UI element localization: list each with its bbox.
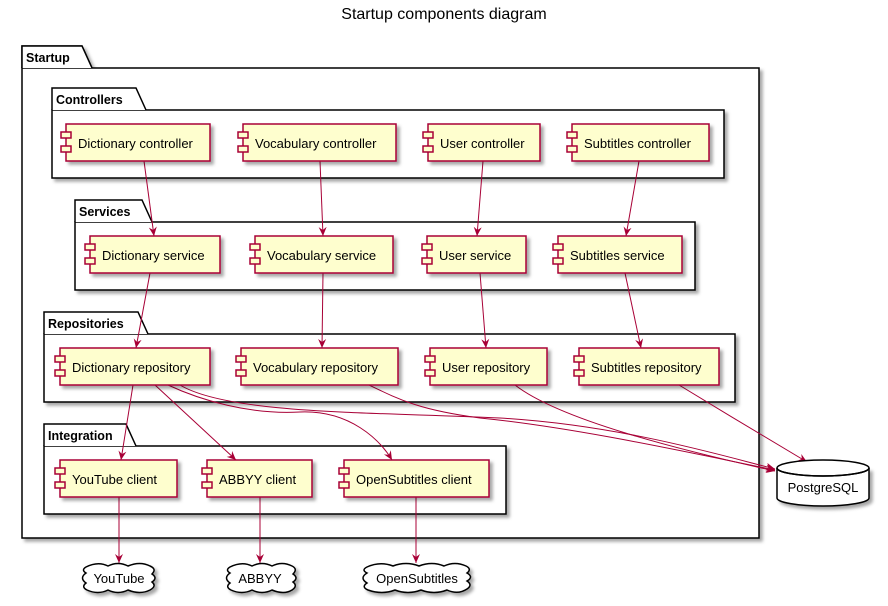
package-label-startup: Startup [26, 51, 70, 65]
component-label: YouTube client [72, 472, 157, 487]
component-user-service: User service [421, 235, 527, 274]
component-subtitles-repository: Subtitles repository [573, 347, 720, 386]
arrow-dict-repo-to-abbyy-client [154, 384, 237, 461]
arrow-user-repo-to-postgresql [514, 384, 776, 473]
component-label: User service [439, 248, 511, 263]
component-subtitles-controller: Subtitles controller [566, 123, 710, 162]
component-label: Vocabulary controller [255, 136, 377, 151]
component-label: OpenSubtitles client [356, 472, 472, 487]
arrow-user-controller-to-service [473, 160, 484, 237]
arrow-vocab-controller-to-service [318, 160, 327, 237]
component-youtube-client: YouTube client [54, 459, 178, 498]
arrow-subs-service-to-repository [624, 272, 644, 349]
arrow-dict-service-to-repository [133, 272, 151, 349]
diagram-title: Startup components diagram [341, 6, 546, 23]
component-vocabulary-controller: Vocabulary controller [237, 123, 397, 162]
arrow-dict-repo-to-opensubtitles-client [167, 384, 393, 461]
arrow-dict-repo-to-postgresql [179, 384, 776, 471]
package-label-services: Services [79, 205, 130, 219]
arrow-user-service-to-repository [479, 272, 490, 349]
component-subtitles-service: Subtitles service [552, 235, 683, 274]
dependency-arrows [115, 160, 808, 563]
component-user-controller: User controller [422, 123, 541, 162]
component-dictionary-service: Dictionary service [84, 235, 221, 274]
component-vocabulary-service: Vocabulary service [249, 235, 394, 274]
arrow-dict-repo-to-youtube-client [118, 384, 134, 461]
component-label: User controller [440, 136, 525, 151]
component-label: Subtitles controller [584, 136, 692, 151]
component-dictionary-repository: Dictionary repository [54, 347, 211, 386]
component-abbyy-client: ABBYY client [201, 459, 313, 498]
component-vocabulary-repository: Vocabulary repository [235, 347, 399, 386]
component-user-repository: User repository [424, 347, 548, 386]
arrow-subs-repo-to-postgresql [678, 384, 808, 463]
arrow-dict-controller-to-service [143, 160, 157, 237]
component-label: ABBYY client [219, 472, 296, 487]
component-dictionary-controller: Dictionary controller [60, 123, 211, 162]
component-label: Subtitles service [570, 248, 665, 263]
cloud-label: ABBYY [238, 571, 282, 586]
cloud-abbyy: ABBYY [225, 562, 297, 594]
component-label: User repository [442, 360, 531, 375]
arrow-vocab-service-to-repository [318, 272, 327, 349]
arrow-subs-controller-to-service [623, 160, 640, 237]
package-label-repositories: Repositories [48, 317, 124, 331]
database-postgresql: PostgreSQL [776, 459, 870, 507]
cloud-opensubtitles: OpenSubtitles [362, 562, 472, 594]
arrow-vocab-repo-to-postgresql [368, 384, 776, 473]
cloud-label: OpenSubtitles [376, 571, 458, 586]
component-label: Dictionary repository [72, 360, 191, 375]
component-opensubtitles-client: OpenSubtitles client [338, 459, 490, 498]
component-label: Subtitles repository [591, 360, 702, 375]
cloud-label: YouTube [93, 571, 144, 586]
component-label: Dictionary service [102, 248, 205, 263]
database-label: PostgreSQL [788, 480, 859, 495]
component-label: Vocabulary service [267, 248, 376, 263]
package-label-controllers: Controllers [56, 93, 123, 107]
component-label: Vocabulary repository [253, 360, 379, 375]
cloud-youtube: YouTube [81, 562, 156, 594]
package-label-integration: Integration [48, 429, 113, 443]
component-label: Dictionary controller [78, 136, 194, 151]
